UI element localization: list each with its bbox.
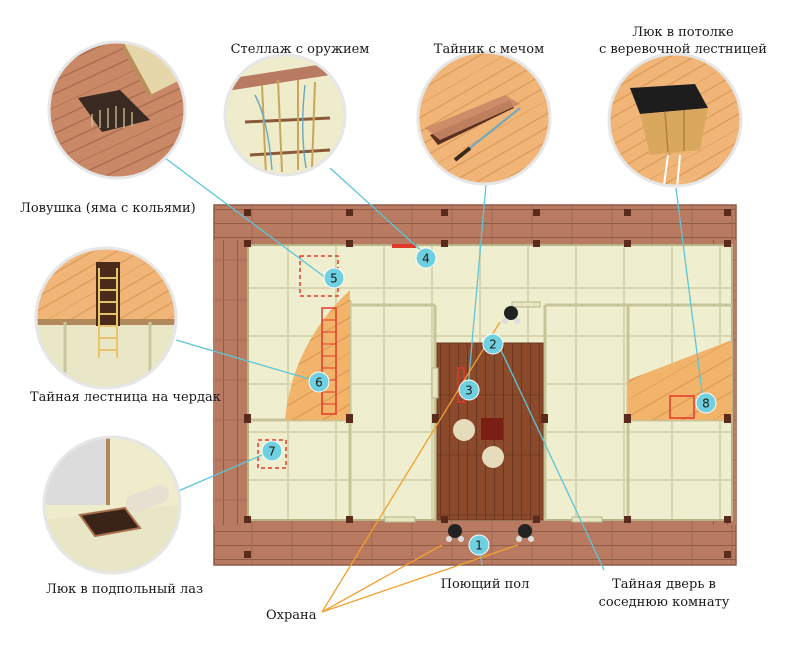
attic-ladder-outline [321,307,337,415]
label-attic-ladder: Тайная лестница на чердак [30,390,221,405]
label-hatch-line1: Люк в потолке [632,25,734,40]
attic-stair-area [285,290,350,420]
left-deck [214,240,248,525]
callout-attic-ladder [34,246,178,390]
weapons-rack-highlight [392,244,416,248]
marker-3-label: 3 [465,384,473,398]
marker-5-label: 5 [330,272,338,286]
label-secret-door-line2: соседнюю комнату [599,595,730,610]
marker-6-label: 6 [315,376,323,390]
label-hatch-line2: с веревочной лестницей [599,42,767,57]
callout-weapons-rack [223,53,347,177]
floor-plan [213,204,737,566]
callout-sword-cache [416,50,552,186]
floor-cushion-right [482,446,504,468]
label-guards: Охрана [266,608,317,623]
marker-1-label: 1 [475,539,483,553]
marker-1: 1 [468,534,490,556]
attic-ladder-rungs [322,319,336,405]
sliding-doors [384,301,603,523]
label-trap: Ловушка (яма с кольями) [20,201,196,216]
marker-4-label: 4 [422,252,430,266]
marker-4: 4 [415,247,437,269]
marker-7: 7 [261,440,283,462]
guard-left [446,524,464,542]
marker-5: 5 [323,267,345,289]
guard-right [516,524,534,542]
label-weapons-rack: Стеллаж с оружием [231,42,370,57]
underfloor-hatch-highlight [257,439,287,469]
label-secret-door-line1: Тайная дверь в [612,577,716,592]
marker-2: 2 [482,333,504,355]
marker-2-label: 2 [489,338,497,352]
floor-cushion-left [453,419,475,441]
marker-6: 6 [308,371,330,393]
label-singing-floor: Поющий пол [441,577,530,592]
marker-8-label: 8 [702,397,710,411]
central-table [481,418,503,440]
label-underfloor-hatch: Люк в подпольный лаз [46,582,203,597]
marker-7-label: 7 [268,445,276,459]
marker-3: 3 [458,379,480,401]
structural-posts [244,209,731,558]
text-labels: Ловушка (яма с кольями) Стеллаж с оружие… [20,25,767,623]
leader-lines [164,157,704,613]
marker-8: 8 [695,392,717,414]
label-sword-cache: Тайник с мечом [434,42,544,57]
callout-underfloor-hatch [42,435,182,575]
callout-ceiling-hatch [607,52,743,188]
guard-top [502,306,520,324]
number-markers: 1 2 3 4 5 6 7 8 [261,247,717,556]
ceiling-hatch-highlight [669,395,695,419]
